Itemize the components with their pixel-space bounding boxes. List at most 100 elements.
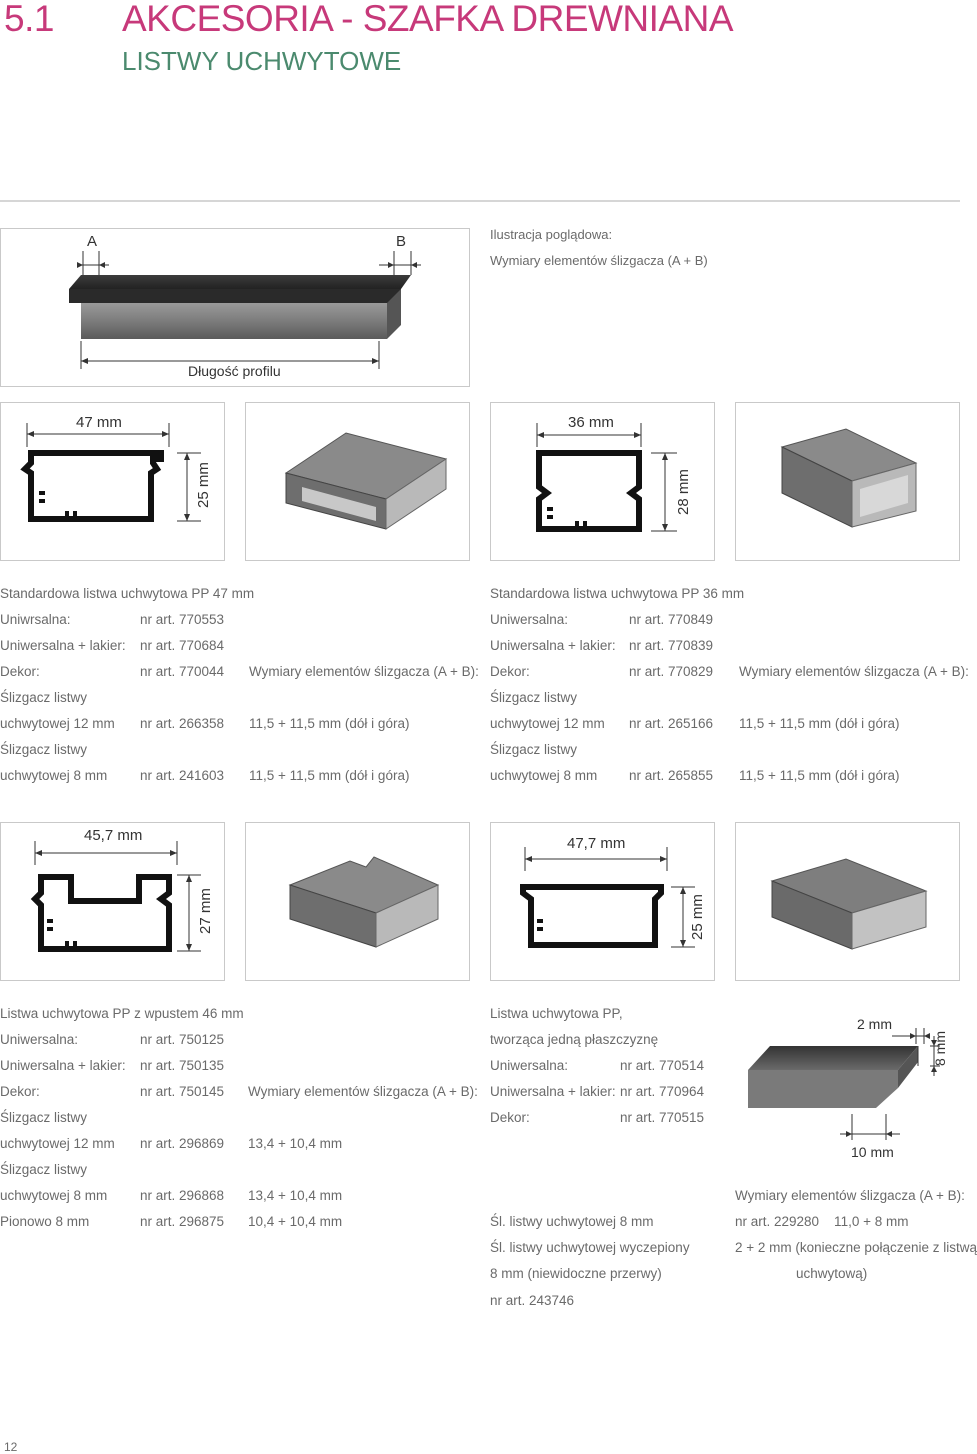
list-item: Uniwersalna + lakier:	[0, 638, 126, 653]
slider-line: Śl. listwy uchwytowej 8 mm	[490, 1214, 654, 1229]
list-item-art: nr art. 770849	[629, 612, 714, 627]
list-item: Uniwrsalna:	[0, 612, 71, 627]
list-item: Dekor:	[490, 1110, 530, 1125]
list-item-art: nr art. 770553	[140, 612, 225, 627]
profile-47-name: Standardowa listwa uchwytowa PP 47 mm	[0, 586, 255, 601]
dims-line: nr art. 229280 11,0 + 8 mm	[735, 1214, 909, 1229]
profile-3d-drawing	[288, 856, 440, 948]
list-item: Uniwersalna + lakier:	[0, 1058, 126, 1073]
list-item-dim: 11,5 + 11,5 mm (dół i góra)	[739, 768, 900, 783]
slider-detail-drawing	[748, 1028, 940, 1140]
dims-heading: Wymiary elementów ślizgacza (A + B):	[735, 1188, 965, 1203]
list-item-dim: 11,5 + 11,5 mm (dół i góra)	[249, 768, 410, 783]
detail-2mm: 2 mm	[857, 1016, 892, 1032]
page-title: AKCESORIA - SZAFKA DREWNIANA	[122, 0, 734, 39]
list-item: Ślizgacz listwy	[0, 1110, 88, 1125]
list-item-art: nr art. 296875	[140, 1214, 225, 1229]
list-item-art: nr art. 750125	[140, 1032, 225, 1047]
list-item-dim: 11,5 + 11,5 mm (dół i góra)	[249, 716, 410, 731]
dims-line: uchwytową)	[796, 1266, 868, 1281]
list-item: Dekor:	[0, 1084, 40, 1099]
profile-flush-3d	[735, 822, 960, 981]
list-item-dim: 10,4 + 10,4 mm	[248, 1214, 343, 1229]
dims-line: 2 + 2 mm (konieczne połączenie z listwą	[735, 1240, 977, 1255]
profile-47-height: 25 mm	[195, 462, 212, 508]
profile-36-3d	[735, 402, 960, 561]
profile-cross-section-drawing	[30, 841, 201, 952]
profile-length-illustration	[69, 251, 421, 369]
profile-flush-name-2: tworząca jedną płaszczyznę	[490, 1032, 659, 1047]
list-item: Dekor:	[490, 664, 530, 679]
profile-36-name: Standardowa listwa uchwytowa PP 36 mm	[490, 586, 745, 601]
list-item: Uniwersalna + lakier:	[490, 638, 616, 653]
list-item-art: nr art. 296868	[140, 1188, 225, 1203]
list-item: uchwytowej 8 mm	[490, 768, 598, 783]
list-item: uchwytowej 8 mm	[0, 1188, 108, 1203]
profile-36-width: 36 mm	[568, 414, 614, 431]
list-item-art: nr art. 770684	[140, 638, 225, 653]
profile-flush-cross-section	[490, 822, 715, 981]
illustration-panel	[0, 228, 470, 387]
list-item-art: nr art. 770839	[629, 638, 714, 653]
illustration-caption-dimensions: Wymiary elementów ślizgacza (A + B)	[490, 253, 708, 268]
list-item: Ślizgacz listwy	[490, 742, 578, 757]
list-item-dim: Wymiary elementów ślizgacza (A + B):	[739, 664, 969, 679]
list-item: Ślizgacz listwy	[0, 690, 88, 705]
profile-47-cross-section	[0, 402, 225, 561]
detail-10mm: 10 mm	[851, 1144, 894, 1160]
profile-flush-width: 47,7 mm	[567, 835, 626, 852]
list-item-dim: 11,5 + 11,5 mm (dół i góra)	[739, 716, 900, 731]
list-item-art: nr art. 770515	[620, 1110, 705, 1125]
list-item: Uniwersalna:	[0, 1032, 79, 1047]
list-item-art: nr art. 770964	[620, 1084, 705, 1099]
detail-8mm: 8 mm	[932, 1031, 948, 1066]
page-number: 12	[4, 1440, 18, 1454]
list-item-art: nr art. 750145	[140, 1084, 225, 1099]
profile-46-name: Listwa uchwytowa PP z wpustem 46 mm	[0, 1006, 244, 1021]
list-item-art: nr art. 770829	[629, 664, 714, 679]
profile-3d-drawing	[770, 858, 928, 950]
list-item: Ślizgacz listwy	[0, 1162, 88, 1177]
list-item-art: nr art. 296869	[140, 1136, 225, 1151]
list-item: uchwytowej 8 mm	[0, 768, 108, 783]
label-a: A	[87, 233, 98, 250]
profile-cross-section-drawing	[536, 423, 677, 532]
list-item-art: nr art. 265166	[629, 716, 714, 731]
profile-flush-name: Listwa uchwytowa PP,	[490, 1006, 623, 1021]
list-item: uchwytowej 12 mm	[0, 716, 115, 731]
profile-46-cross-section	[0, 822, 225, 981]
list-item-art: nr art. 750135	[140, 1058, 225, 1073]
illustration-caption: Ilustracja poglądowa:	[490, 227, 613, 242]
slider-line: nr art. 243746	[490, 1293, 575, 1308]
list-item: Uniwersalna:	[490, 1058, 569, 1073]
list-item-art: nr art. 770514	[620, 1058, 705, 1073]
slider-line: 8 mm (niewidoczne przerwy)	[490, 1266, 662, 1281]
list-item-dim: 13,4 + 10,4 mm	[248, 1188, 343, 1203]
profile-47-3d	[245, 402, 470, 561]
label-b: B	[396, 233, 407, 250]
list-item-art: nr art. 241603	[140, 768, 225, 783]
header-divider	[0, 200, 960, 202]
profile-36-height: 28 mm	[675, 469, 692, 515]
list-item: uchwytowej 12 mm	[490, 716, 605, 731]
chapter-number: 5.1	[4, 0, 54, 39]
list-item: Uniwersalna:	[490, 612, 569, 627]
page-subtitle: LISTWY UCHWYTOWE	[122, 46, 402, 76]
list-item: uchwytowej 12 mm	[0, 1136, 115, 1151]
list-item: Ślizgacz listwy	[490, 690, 578, 705]
profile-47-width: 47 mm	[76, 414, 122, 431]
list-item: Pionowo 8 mm	[0, 1214, 90, 1229]
profile-3d-drawing	[284, 432, 448, 530]
list-item-dim: Wymiary elementów ślizgacza (A + B):	[249, 664, 479, 679]
profile-flush-height: 25 mm	[689, 894, 706, 940]
list-item: Ślizgacz listwy	[0, 742, 88, 757]
profile-36-cross-section	[490, 402, 715, 561]
slider-line: Śl. listwy uchwytowej wyczepiony	[490, 1240, 690, 1255]
profile-cross-section-drawing	[20, 423, 201, 522]
profile-length-label: Długość profilu	[186, 363, 283, 379]
list-item-art: nr art. 265855	[629, 768, 714, 783]
profile-3d-drawing	[780, 428, 918, 528]
profile-46-height: 27 mm	[197, 888, 214, 934]
list-item: Dekor:	[0, 664, 40, 679]
list-item-dim: Wymiary elementów ślizgacza (A + B):	[248, 1084, 478, 1099]
